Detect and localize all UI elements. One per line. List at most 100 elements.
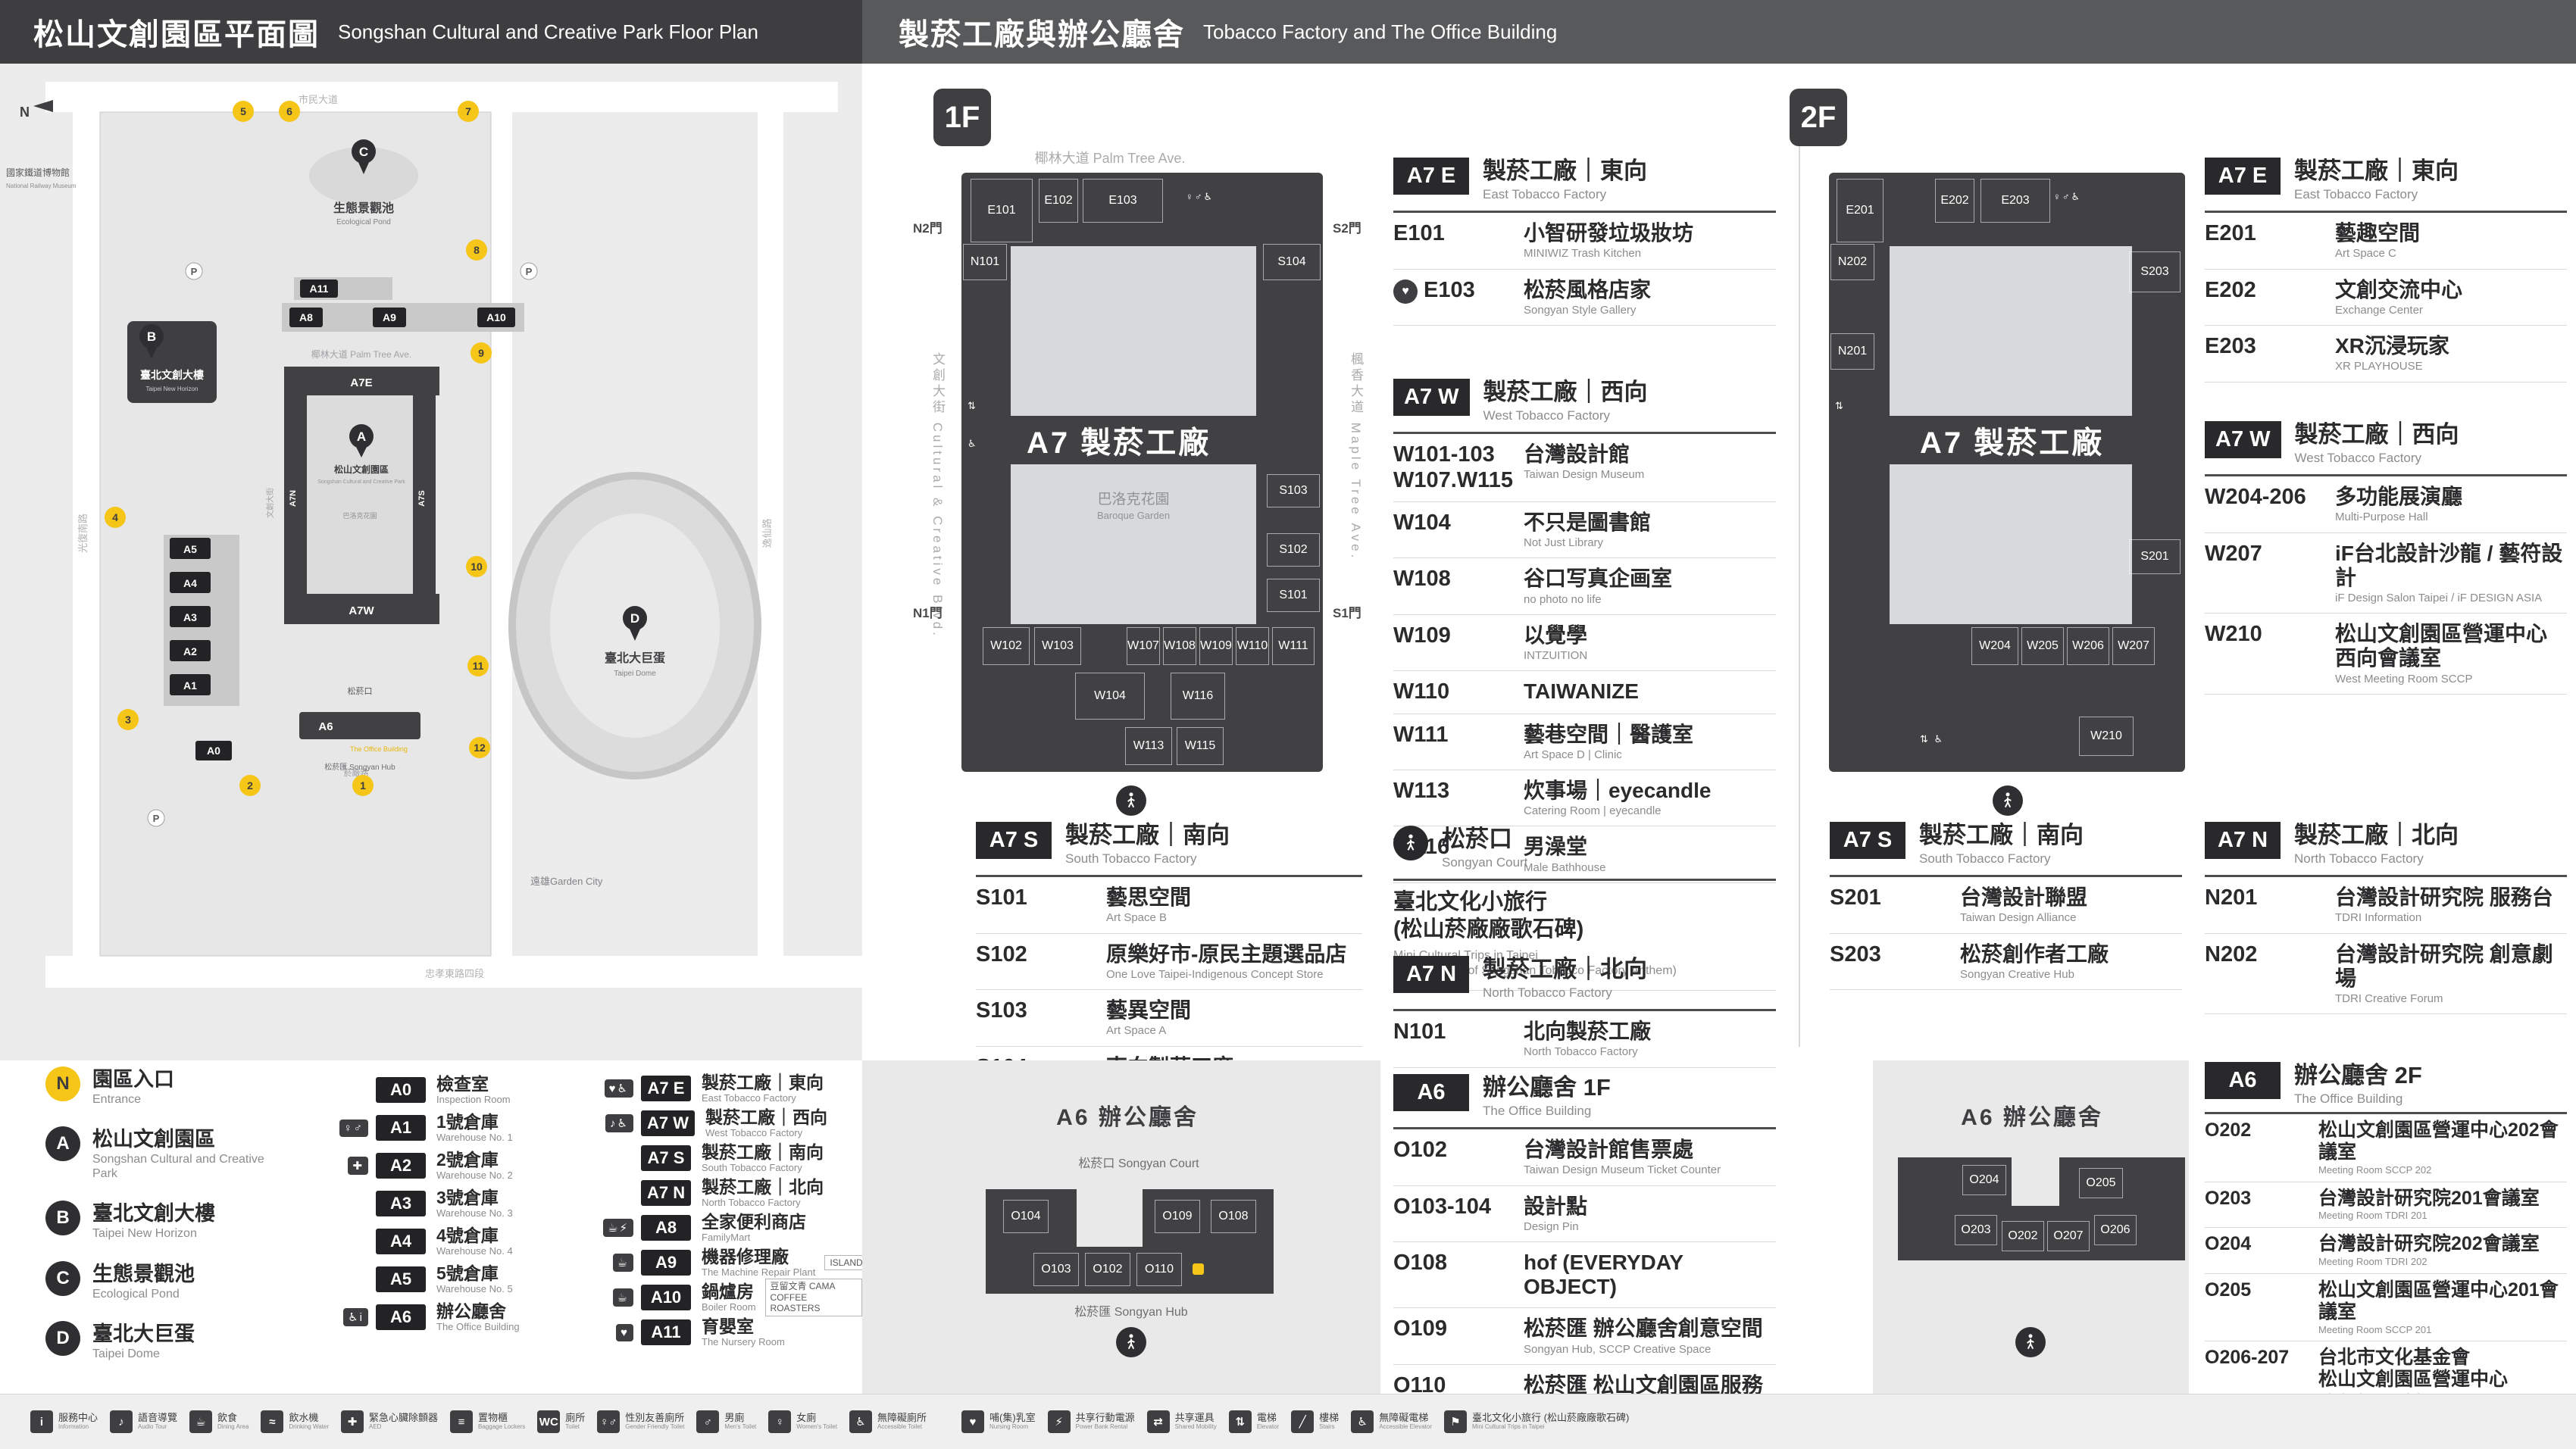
room-name-zh: TAIWANIZE xyxy=(1524,679,1639,704)
room-row: S201 台灣設計聯盟 Taiwan Design Alliance xyxy=(1830,877,2182,934)
street-label-palm: 椰林大道 Palm Tree Ave. xyxy=(1034,151,1186,166)
facility-legend-item: ⚑ 臺北文化小旅行 (松山菸廠廠歌石碑) Mini Cultural Trips… xyxy=(1444,1410,1629,1433)
building-zh: 1號倉庫 xyxy=(436,1112,499,1132)
room-cell-s102: S102 xyxy=(1267,533,1320,567)
building-zh: 製菸工廠｜北向 xyxy=(702,1177,824,1198)
room-code: N202 xyxy=(2205,942,2258,967)
marker-b-pin xyxy=(145,345,158,359)
map-label-a7e: A7E xyxy=(350,376,372,389)
room-name-zh: 不只是圖書館 xyxy=(1524,510,1652,534)
section-title-zh: 製菸工廠｜東向 xyxy=(2294,158,2459,184)
map-label-a9: A9 xyxy=(383,311,396,323)
map-chip-a5 xyxy=(170,538,211,559)
court-text-zh: 臺北文化小旅行 (松山菸廠廠歌石碑) xyxy=(1393,890,1584,942)
creative-st-label: 文創大街 xyxy=(265,488,275,518)
legend-building-row: A0 檢查室 Inspection Room xyxy=(309,1071,571,1109)
legend-building-row: ♿i A6 辦公廳舍 The Office Building xyxy=(309,1298,571,1336)
facility-icons: ☕⚡ xyxy=(603,1219,633,1237)
map-label-a7s: A7S xyxy=(417,490,427,506)
building-zh: 鍋爐房 xyxy=(702,1282,754,1302)
facility-legend-item: ⚡ 共享行動電源 Power Bank Rental xyxy=(1047,1410,1135,1433)
section-a7w-2f: A7 W 製菸工廠｜西向 West Tobacco Factory W204-2… xyxy=(2205,421,2567,695)
section-title-en: West Tobacco Factory xyxy=(1483,408,1611,423)
room-name-en: no photo no life xyxy=(1524,592,1602,606)
gate-marker-7 xyxy=(458,101,479,122)
left-header: 松山文創園區平面圖 Songshan Cultural and Creative… xyxy=(0,0,862,64)
room-name-en: Songyan Creative Hub xyxy=(1960,967,2074,981)
facility-icons: ♥♿ xyxy=(604,1079,633,1098)
room-name-en: Art Space C xyxy=(2335,247,2396,261)
floor-badge-2f: 2F xyxy=(1790,89,1847,146)
room-cell-o203: O203 xyxy=(1955,1215,1997,1245)
tobacco-factory-2f: A7 製菸工廠 E201 E202 E203 N202 N201 S203 S2… xyxy=(1829,173,2185,772)
room-row: O103-104 設計點 Design Pin xyxy=(1393,1186,1776,1243)
section-title-zh: 製菸工廠｜南向 xyxy=(1919,822,2084,848)
room-name-zh: XR沉浸玩家 xyxy=(2335,334,2449,358)
room-row: W101-103 W107.W115 台灣設計館 Taiwan Design M… xyxy=(1393,434,1776,502)
section-a7s-2f: A7 S 製菸工廠｜南向 South Tobacco Factory S201 … xyxy=(1830,822,2182,991)
building-code-chip: A1 xyxy=(376,1115,426,1141)
gate-number: 2 xyxy=(247,779,253,792)
room-cell-o104: O104 xyxy=(1003,1200,1049,1233)
section-a7e-1f: A7 E 製菸工廠｜東向 East Tobacco Factory E101 小… xyxy=(1393,158,1776,326)
gate-marker-2 xyxy=(239,775,261,796)
room-cell-w107: W107 xyxy=(1127,627,1160,665)
building-zh: 2號倉庫 xyxy=(436,1150,499,1170)
room-name-zh: 台灣設計研究院 創意劇場 xyxy=(2335,942,2553,990)
map-label-a11: A11 xyxy=(310,283,329,295)
facility-legend-item: ♥ 哺(集)乳室 Nursing Room xyxy=(961,1410,1036,1433)
zhongxiao-rd-label: 忠孝東路四段 xyxy=(425,968,484,979)
facility-legend-item: ╱ 樓梯 Stairs xyxy=(1291,1410,1339,1433)
gate-number: 5 xyxy=(240,105,246,117)
room-cell-s104: S104 xyxy=(1263,244,1321,280)
room-name-en: Art Space B xyxy=(1106,911,1168,925)
gate-marker-10 xyxy=(466,556,487,577)
building-zh: 製菸工廠｜西向 xyxy=(705,1107,827,1128)
facility-en: AED xyxy=(369,1422,382,1430)
floor-badge-1f: 1F xyxy=(933,89,991,146)
building-en: East Tobacco Factory xyxy=(702,1091,796,1104)
room-row: E203 XR沉浸玩家 XR PLAYHOUSE xyxy=(2205,326,2567,383)
building-zh: 4號倉庫 xyxy=(436,1226,499,1246)
map-label-a6: A6 xyxy=(318,720,333,733)
room-name-en: Taiwan Design Alliance xyxy=(1960,911,2077,925)
room-row: W210 松山文創園區營運中心 西向會議室 West Meeting Room … xyxy=(2205,614,2567,695)
building-code-chip: A10 xyxy=(641,1285,691,1310)
building-zh: 製菸工廠｜東向 xyxy=(702,1073,824,1093)
room-cell-w104: W104 xyxy=(1075,673,1145,720)
building-code-chip: A6 xyxy=(376,1304,426,1330)
a6-plan-title: A6 辦公廳舍 xyxy=(1056,1105,1199,1130)
room-name-en: Meeting Room SCCP 201 xyxy=(2318,1323,2432,1335)
songyan-court-label: 松菸口 xyxy=(348,685,373,696)
a7s-wing xyxy=(413,395,436,594)
room-cell-e203: E203 xyxy=(1980,179,2050,223)
pond-label: 生態景觀池 xyxy=(333,201,394,215)
room-row: S101 藝思空間 Art Space B xyxy=(976,877,1362,934)
room-code: E203 xyxy=(2205,334,2256,359)
room-cell-o202: O202 xyxy=(2002,1221,2044,1251)
legend-zh: 臺北文創大樓 xyxy=(92,1202,215,1226)
room-cell-w204: W204 xyxy=(1971,627,2018,665)
room-cell-o207: O207 xyxy=(2047,1221,2090,1251)
gate-marker-12 xyxy=(469,737,490,758)
legend-zh: 臺北大巨蛋 xyxy=(92,1323,195,1346)
gate-marker-6 xyxy=(279,101,300,122)
room-cell-n202: N202 xyxy=(1830,244,1874,280)
room-cell-w103: W103 xyxy=(1034,627,1081,665)
facility-en: Shared Mobility xyxy=(1174,1422,1217,1430)
building-en: Boiler Room xyxy=(702,1301,756,1313)
building-en: The Nursery Room xyxy=(702,1335,785,1348)
building-code-chip: A7 N xyxy=(641,1180,692,1206)
section-badge: A7 W xyxy=(2205,421,2281,458)
room-cell-w102: W102 xyxy=(983,627,1030,665)
court-title-zh: 松菸口 xyxy=(1442,826,1512,852)
room-name-en: Catering Room | eyecandle xyxy=(1524,804,1662,818)
park-name-label: 松山文創園區 xyxy=(334,464,389,475)
section-title-en: East Tobacco Factory xyxy=(2294,186,2418,201)
room-code: O202 xyxy=(2205,1120,2252,1141)
room-code: E101 xyxy=(1393,221,1445,246)
parking-p: P xyxy=(153,813,160,824)
room-row: W111 藝巷空間｜醫護室 Art Space D | Clinic xyxy=(1393,714,1776,770)
room-code: O203 xyxy=(2205,1187,2252,1209)
room-name-en: MINIWIZ Trash Kitchen xyxy=(1524,247,1642,261)
